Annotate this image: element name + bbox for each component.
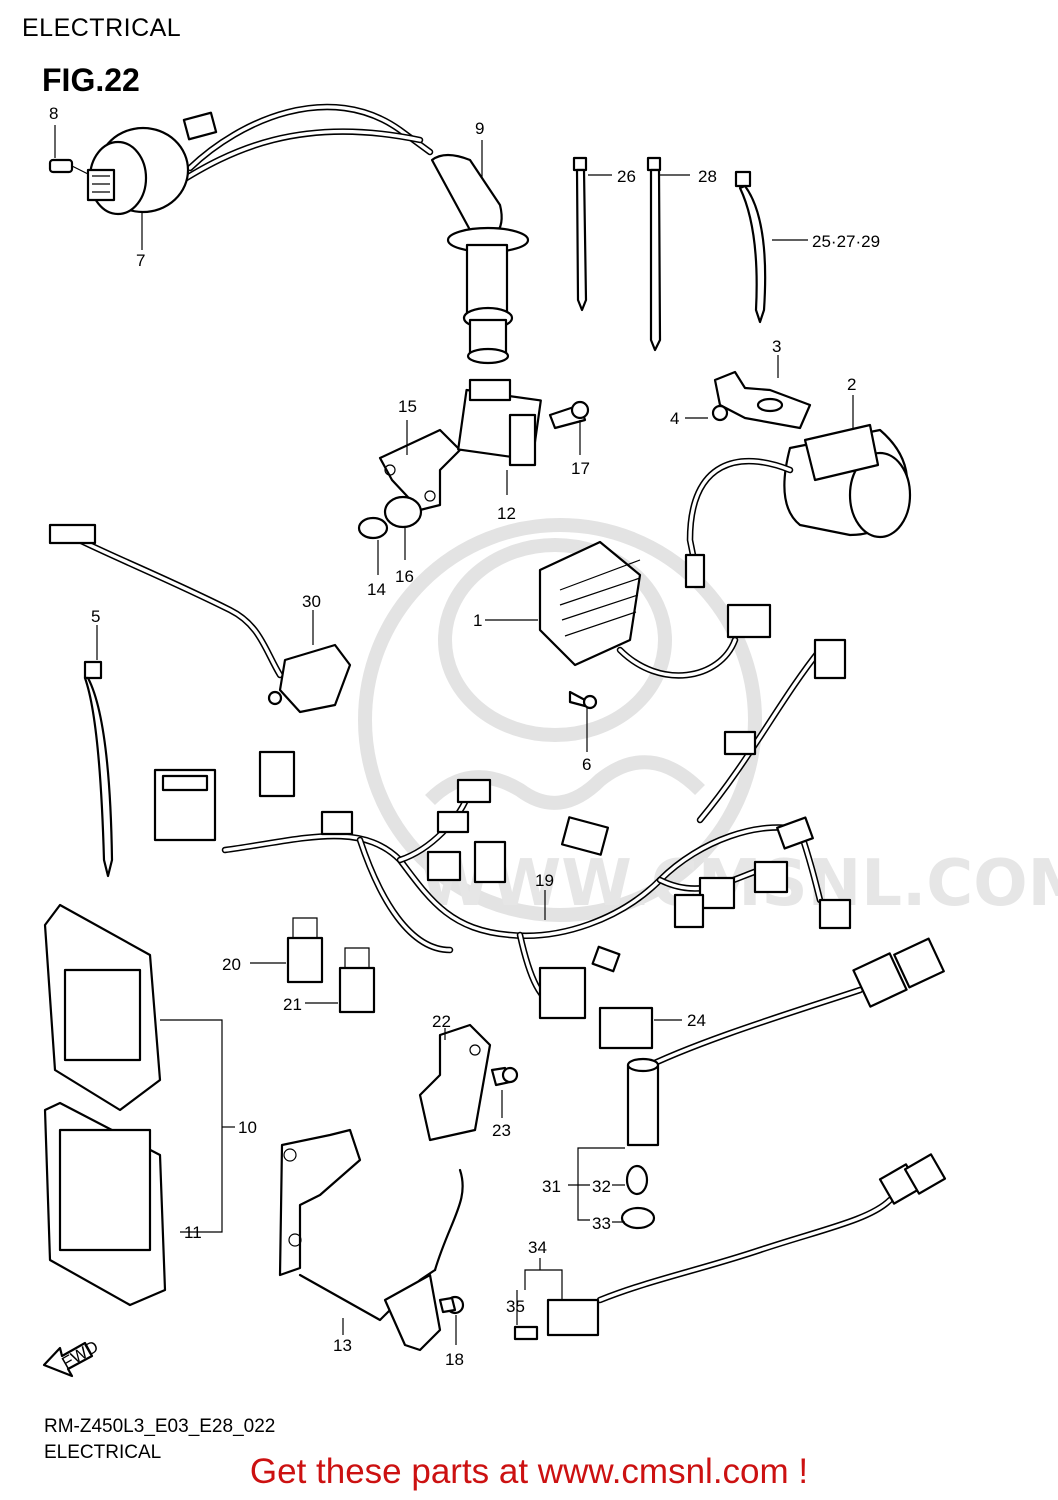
ignition-coil-part xyxy=(48,103,434,250)
callout-18: 18 xyxy=(445,1350,464,1369)
callout-4: 4 xyxy=(670,409,679,428)
callout-1: 1 xyxy=(473,611,482,630)
forward-arrow-icon: FWD xyxy=(42,1337,102,1378)
ecm-parts xyxy=(43,903,235,1307)
callout-35: 35 xyxy=(506,1297,525,1316)
callout-32: 32 xyxy=(592,1177,611,1196)
callout-21: 21 xyxy=(283,995,302,1014)
rectifier-bracket-parts xyxy=(357,378,590,575)
callout-33: 33 xyxy=(592,1214,611,1233)
bracket-and-relay-parts xyxy=(418,1006,682,1142)
callout-3: 3 xyxy=(772,337,781,356)
watermark-brand: WWW.CMSNL.COM xyxy=(420,847,1058,921)
callout-16: 16 xyxy=(395,567,414,586)
cable-tie-parts xyxy=(572,156,808,352)
starter-relay-part xyxy=(684,355,912,589)
callout-9: 9 xyxy=(475,119,484,138)
fuse-connector-parts xyxy=(250,917,376,1014)
figure-number: FIG.22 xyxy=(42,62,140,98)
callout-17: 17 xyxy=(571,459,590,478)
regulator-rectifier-part xyxy=(485,540,772,752)
callout-10: 10 xyxy=(238,1118,257,1137)
fuse-box-parts xyxy=(513,1153,947,1341)
fwd-label: FWD xyxy=(59,1337,102,1373)
callout-6: 6 xyxy=(582,755,591,774)
callout-7: 7 xyxy=(136,251,145,270)
callout-24: 24 xyxy=(687,1011,706,1030)
callout-30: 30 xyxy=(302,592,321,611)
callout-15: 15 xyxy=(398,397,417,416)
callout-20: 20 xyxy=(222,955,241,974)
callout-13: 13 xyxy=(333,1336,352,1355)
diagram-code: RM-Z450L3_E03_E28_022 xyxy=(44,1416,276,1437)
callout-34: 34 xyxy=(528,1238,547,1257)
watermark-logo: WWW.CMSNL.COM xyxy=(358,518,1058,922)
promo-link[interactable]: Get these parts at www.cmsnl.com ! xyxy=(249,1452,809,1491)
ecm-bracket-part xyxy=(278,1128,465,1352)
callout-8: 8 xyxy=(49,104,58,123)
callout-2: 2 xyxy=(847,375,856,394)
callout-23: 23 xyxy=(492,1121,511,1140)
callout-19: 19 xyxy=(535,871,554,890)
callout-labels: 8 7 9 26 28 25·27·29 3 2 4 15 17 12 14 1… xyxy=(49,104,880,1369)
callout-31: 31 xyxy=(542,1177,561,1196)
callout-12: 12 xyxy=(497,504,516,523)
wiring-harness-part xyxy=(153,638,852,1020)
sensor-and-clamp-parts xyxy=(48,523,352,878)
section-title: ELECTRICAL xyxy=(22,14,182,42)
callout-11: 11 xyxy=(184,1223,202,1242)
callout-5: 5 xyxy=(91,607,100,626)
callout-22: 22 xyxy=(432,1012,451,1031)
footer-section-title: ELECTRICAL xyxy=(44,1442,162,1463)
callout-26: 26 xyxy=(617,167,636,186)
callout-14: 14 xyxy=(367,580,386,599)
indicator-lamp-parts xyxy=(568,937,945,1230)
callout-28: 28 xyxy=(698,167,717,186)
callout-25-27-29: 25·27·29 xyxy=(812,232,880,251)
spark-plug-cap-part xyxy=(430,140,530,365)
